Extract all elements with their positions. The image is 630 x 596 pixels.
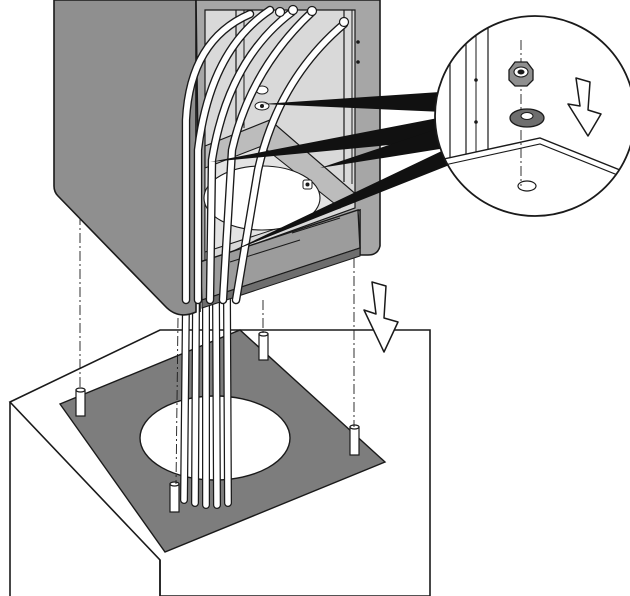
- cabinet: [53, 0, 381, 316]
- pipes-upper: [181, 4, 350, 305]
- stud-rear-right: [258, 331, 269, 361]
- stud-front-right: [349, 424, 360, 456]
- fixing-lug: [302, 179, 313, 190]
- pipes-lower: [180, 296, 232, 509]
- down-arrow-icon-main: [363, 281, 399, 353]
- washer-icon: [509, 108, 545, 128]
- nut-icon: [508, 61, 534, 87]
- alignment-lines: [79, 215, 355, 485]
- stud-rear-left: [75, 387, 86, 417]
- stud-front-left: [169, 481, 180, 513]
- mounting-studs: [75, 331, 360, 513]
- down-arrow-icon: [567, 77, 602, 137]
- callout-lines: [210, 92, 452, 252]
